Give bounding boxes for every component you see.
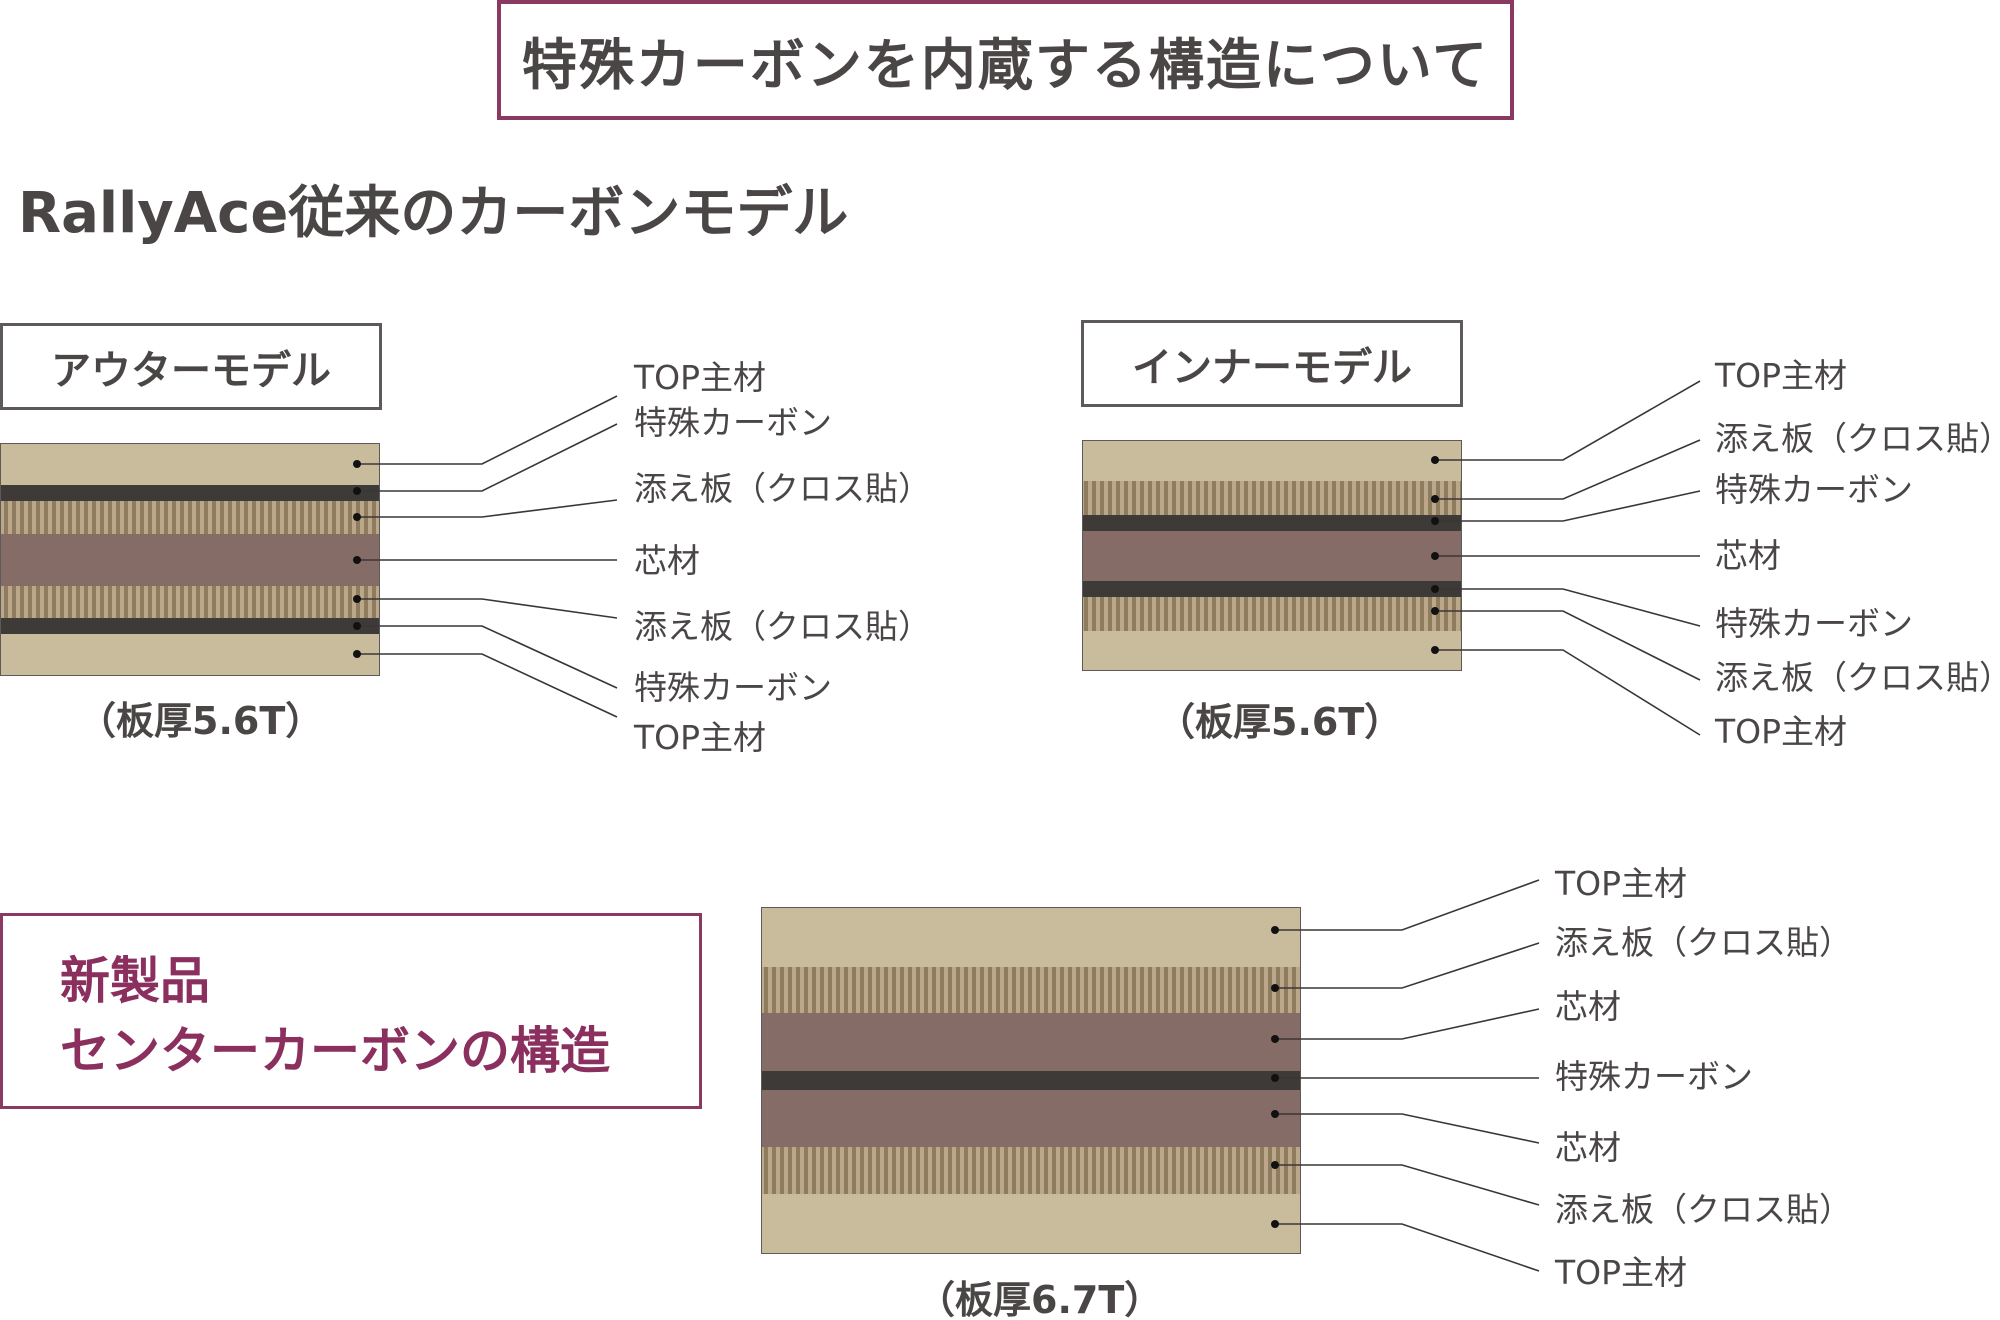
inner-leaders [1435, 380, 1701, 736]
outer-layer-cloth-plate [0, 501, 380, 534]
new-label-top-main: TOP主材 [1554, 1253, 1687, 1292]
outer-layer-core [0, 534, 380, 586]
leader-dot [1271, 926, 1279, 934]
inner-layer-cloth-plate [1082, 481, 1462, 515]
new-layer-top-main [761, 907, 1301, 967]
new-layer-carbon [761, 1071, 1301, 1090]
new-label-cloth-plate: 添え板（クロス貼） [1555, 1190, 1852, 1229]
new-layer-top-main [761, 1194, 1301, 1254]
leader-dot [1271, 984, 1279, 992]
inner-layer-carbon [1082, 515, 1462, 531]
new-product-stack [761, 907, 1301, 1254]
leader-dot [1271, 1220, 1279, 1228]
leader-dot [1431, 646, 1439, 654]
leader-dot [353, 460, 361, 468]
inner-layer-core [1082, 531, 1462, 581]
outer-model-title: アウターモデル [0, 323, 382, 410]
inner-layer-top-main [1082, 631, 1462, 671]
outer-layer-top-main [0, 634, 380, 676]
outer-leaders [357, 395, 618, 718]
new-leaders [1275, 879, 1540, 1272]
leader-dot [353, 487, 361, 495]
new-label-core: 芯材 [1555, 987, 1621, 1026]
inner-label-top-main: TOP主材 [1714, 712, 1847, 751]
new-label-core: 芯材 [1555, 1128, 1621, 1167]
leader-dot [1431, 552, 1439, 560]
new-label-top-main: TOP主材 [1554, 864, 1687, 903]
outer-layer-top-main [0, 443, 380, 485]
inner-labels: TOP主材 添え板（クロス貼） 特殊カーボン 芯材 特殊カーボン 添え板（クロス… [1714, 356, 2000, 751]
leader-dot [1431, 495, 1439, 503]
outer-label-top-main: TOP主材 [633, 718, 766, 757]
outer-label-carbon: 特殊カーボン [634, 403, 832, 442]
leader-dot [1431, 456, 1439, 464]
leader-dot [1271, 1110, 1279, 1118]
leader-dot [1431, 607, 1439, 615]
new-product-line2: センターカーボンの構造 [60, 1022, 610, 1080]
inner-label-carbon: 特殊カーボン [1715, 470, 1913, 509]
new-layer-cloth-plate [761, 967, 1301, 1013]
outer-layer-carbon [0, 485, 380, 501]
outer-layer-carbon [0, 618, 380, 634]
leader-dot [353, 556, 361, 564]
new-product-title: 新製品 センターカーボンの構造 [0, 913, 702, 1109]
inner-dots [1431, 456, 1439, 654]
outer-thickness: （板厚5.6T） [78, 699, 323, 743]
leader-dot [1431, 517, 1439, 525]
outer-label-cloth-plate: 添え板（クロス貼） [634, 607, 931, 646]
section-heading: RallyAce従来のカーボンモデル [18, 181, 849, 246]
inner-model-title: インナーモデル [1081, 320, 1463, 407]
outer-label-carbon: 特殊カーボン [634, 668, 832, 707]
outer-model-stack [0, 443, 380, 676]
new-stack-border [761, 907, 1301, 1254]
outer-dots [353, 460, 361, 658]
inner-model-stack [1082, 440, 1462, 671]
outer-labels: TOP主材 特殊カーボン 添え板（クロス貼） 芯材 添え板（クロス貼） 特殊カー… [633, 358, 931, 757]
new-layer-cloth-plate [761, 1147, 1301, 1194]
inner-thickness: （板厚5.6T） [1157, 700, 1402, 744]
leader-dot [1431, 585, 1439, 593]
inner-label-core: 芯材 [1715, 536, 1781, 575]
leader-dot [353, 513, 361, 521]
inner-label-carbon: 特殊カーボン [1715, 604, 1913, 643]
leader-dot [1271, 1161, 1279, 1169]
new-dots [1271, 926, 1279, 1228]
leader-dot [1271, 1074, 1279, 1082]
main-title: 特殊カーボンを内蔵する構造について [497, 0, 1514, 120]
new-thickness: （板厚6.7T） [917, 1278, 1162, 1320]
inner-label-top-main: TOP主材 [1714, 356, 1847, 395]
new-labels: TOP主材 添え板（クロス貼） 芯材 特殊カーボン 芯材 添え板（クロス貼） T… [1554, 864, 1852, 1292]
inner-layer-carbon [1082, 581, 1462, 597]
leader-dot [353, 650, 361, 658]
outer-label-core: 芯材 [634, 541, 700, 580]
leader-dot [1271, 1035, 1279, 1043]
new-product-line1: 新製品 [60, 952, 210, 1010]
inner-label-cloth-plate: 添え板（クロス貼） [1715, 658, 2000, 697]
leader-dot [353, 595, 361, 603]
new-label-cloth-plate: 添え板（クロス貼） [1555, 923, 1852, 962]
outer-layer-cloth-plate [0, 586, 380, 618]
outer-label-top-main: TOP主材 [633, 358, 766, 397]
outer-label-cloth-plate: 添え板（クロス貼） [634, 469, 931, 508]
leader-dot [353, 622, 361, 630]
new-layer-core [761, 1013, 1301, 1071]
inner-layer-top-main [1082, 440, 1462, 481]
new-label-carbon: 特殊カーボン [1555, 1057, 1753, 1096]
inner-layer-cloth-plate [1082, 597, 1462, 631]
new-layer-core [761, 1090, 1301, 1147]
inner-label-cloth-plate: 添え板（クロス貼） [1715, 419, 2000, 458]
